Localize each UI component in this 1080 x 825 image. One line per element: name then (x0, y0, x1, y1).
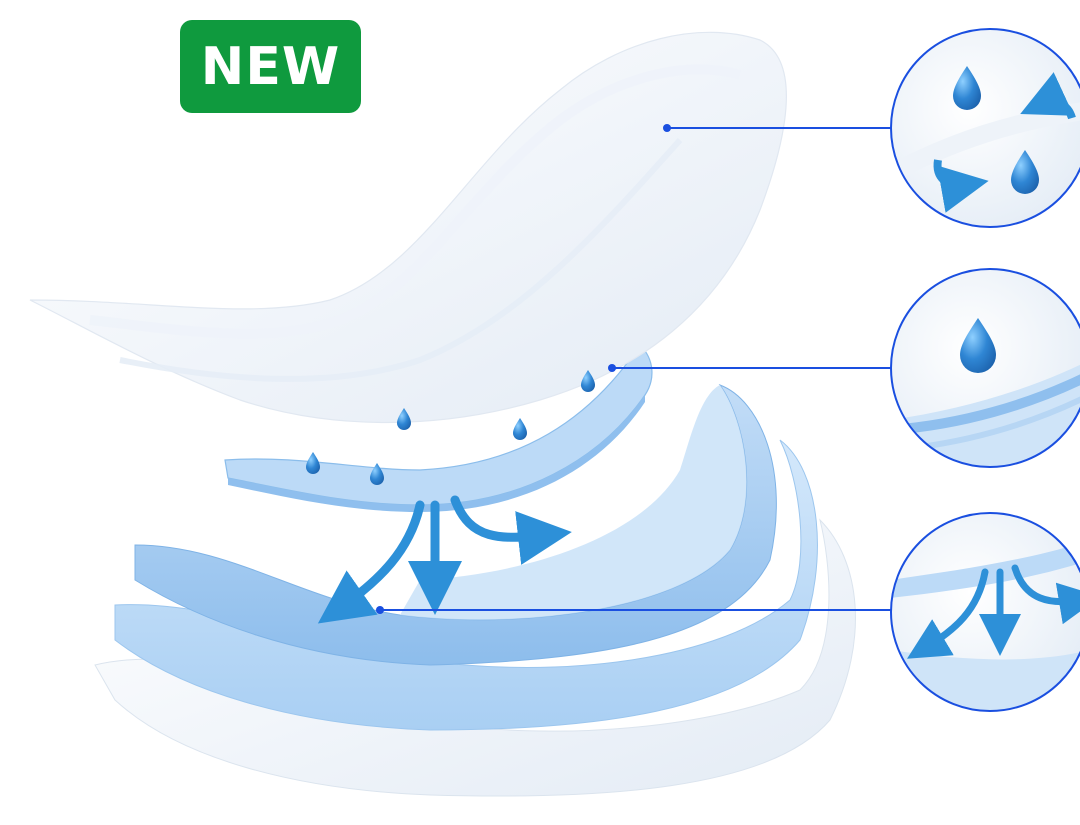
drop-icon (370, 463, 384, 485)
drop-icon (513, 418, 527, 440)
drop-icon (306, 452, 320, 474)
leader-dot (376, 606, 384, 614)
callout-transfer-layer (890, 268, 1080, 470)
leader-dot (608, 364, 616, 372)
callout-core-layer (890, 512, 1080, 712)
callout-top-sheet (880, 28, 1080, 228)
leader-dot (663, 124, 671, 132)
